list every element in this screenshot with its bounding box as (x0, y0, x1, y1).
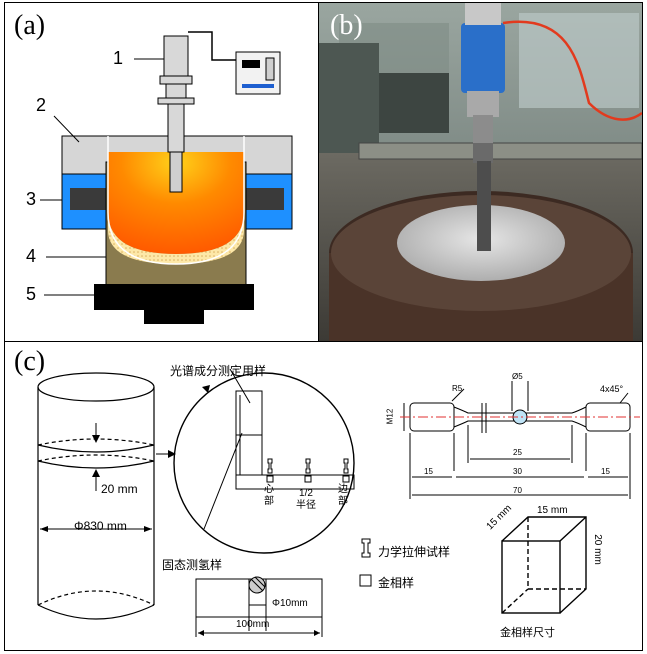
cube-top-label: 15 mm (537, 505, 568, 516)
melt-pool (108, 152, 244, 254)
chamfer-label: 4x45° (600, 384, 624, 394)
mushy-zone (108, 212, 244, 264)
panel-b-photo (319, 3, 642, 341)
tensile-mini-row (266, 458, 350, 483)
cable (188, 31, 240, 61)
bar-length-label: 100mm (236, 619, 270, 630)
spectral-sample-label: 光谱成分测定用样 (170, 364, 267, 378)
position-center-line1: 心 (264, 484, 274, 495)
section-circle (173, 372, 355, 554)
thread-label: M12 (385, 408, 395, 425)
square-icon (359, 574, 372, 587)
legend-tensile-label: 力学拉伸试样 (378, 545, 451, 559)
dim-30: 30 (513, 467, 522, 476)
position-center-line2: 部 (264, 496, 274, 507)
position-half-radius: 1/2 半径 (296, 488, 316, 512)
position-edge-line1: 边 (338, 484, 348, 495)
crucible-outline (107, 136, 245, 265)
dim-70: 70 (513, 486, 522, 495)
power-supply-icon (235, 51, 281, 95)
hole-diameter-label: Φ10mm (272, 598, 308, 609)
position-edge-line2: 部 (338, 496, 348, 507)
radius-label: R5 (452, 384, 463, 393)
base-plate (94, 284, 254, 310)
cooling-coil-right (244, 188, 284, 210)
callout-5: 5 (26, 284, 37, 304)
cube-icon (501, 516, 587, 614)
position-edge: 边 部 (338, 484, 348, 508)
panel-a-label: (a) (14, 10, 46, 41)
cube-right-label: 20 mm (591, 534, 603, 565)
callout-1: 1 (113, 48, 124, 68)
panel-c-frame (4, 341, 643, 651)
slice-thickness-label: 20 mm (101, 482, 138, 496)
panel-a-schematic (40, 31, 293, 324)
legend-metallo-label: 金相样 (378, 576, 415, 590)
dim-15-right: 15 (601, 467, 610, 476)
callout-2: 2 (36, 95, 47, 115)
panel-b-label: (b) (330, 10, 363, 41)
tensile-specimen-drawing (403, 381, 631, 499)
ultrasonic-transducer-icon (157, 35, 195, 193)
diameter-label: Ø5 (512, 372, 523, 381)
cooling-coil-left (70, 188, 110, 210)
ingot-diameter-label: Φ830 mm (74, 519, 127, 533)
base-foot (144, 308, 204, 324)
cube-caption: 金相样尺寸 (500, 627, 555, 639)
ingot-cylinder (37, 372, 155, 620)
position-half-radius-line2: 半径 (296, 500, 316, 511)
callout-4: 4 (26, 246, 37, 266)
panel-c-drawings (37, 368, 640, 637)
callout-3: 3 (26, 189, 37, 209)
tensile-specimen-icon (361, 538, 371, 558)
dim-15-left: 15 (424, 467, 433, 476)
position-center: 心 部 (264, 484, 274, 508)
panel-c-label: (c) (14, 346, 46, 377)
hydrogen-sample-label: 固态测氢样 (162, 558, 223, 572)
dim-25: 25 (513, 448, 522, 457)
position-half-radius-line1: 1/2 (299, 488, 313, 499)
